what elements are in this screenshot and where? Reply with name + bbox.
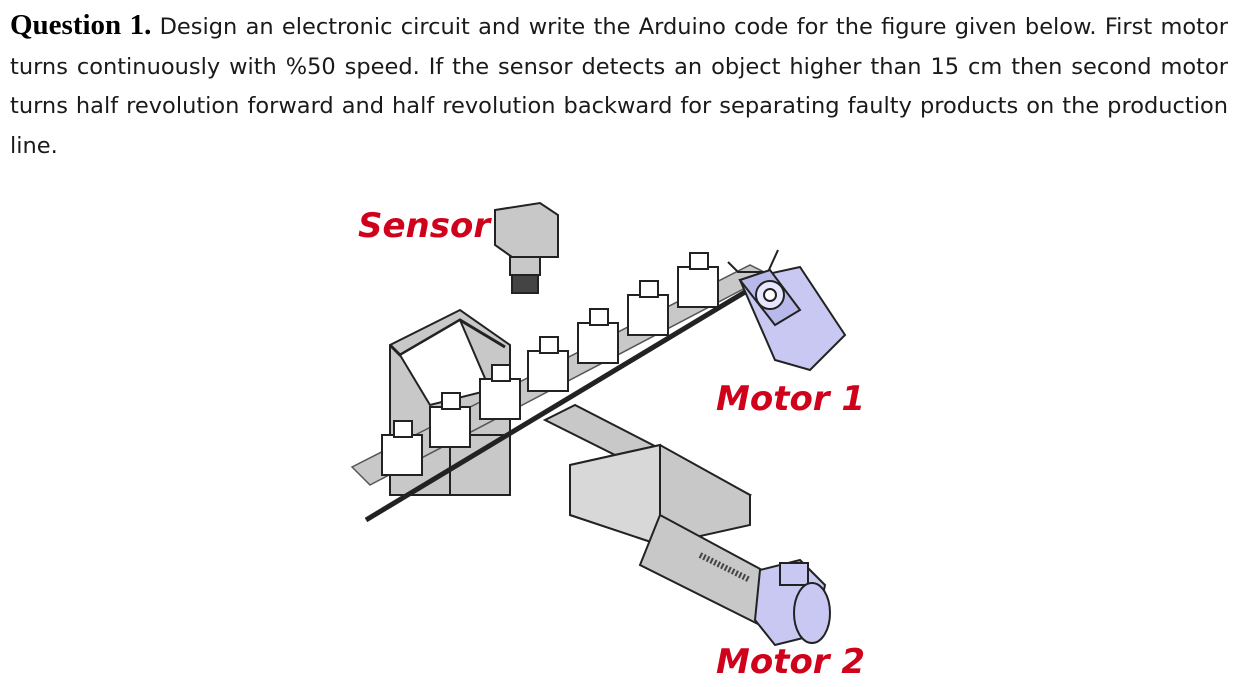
motor-2-device [753,558,831,647]
motor-1-label: Motor 1 [716,379,865,419]
question-text: Design an electronic circuit and write t… [10,14,1228,159]
question-label: Question 1. [10,9,152,41]
motor-1-device [738,265,847,372]
motor-2-label: Motor 2 [716,642,865,682]
motor-2-assembly [542,403,792,627]
conveyor-figure: Sensor Motor 1 Motor 2 [350,201,865,682]
question-paragraph: Question 1. Design an electronic circuit… [10,6,1228,166]
product-boxes [381,249,779,476]
sensor-device [494,201,559,294]
sensor-label: Sensor [358,206,492,246]
